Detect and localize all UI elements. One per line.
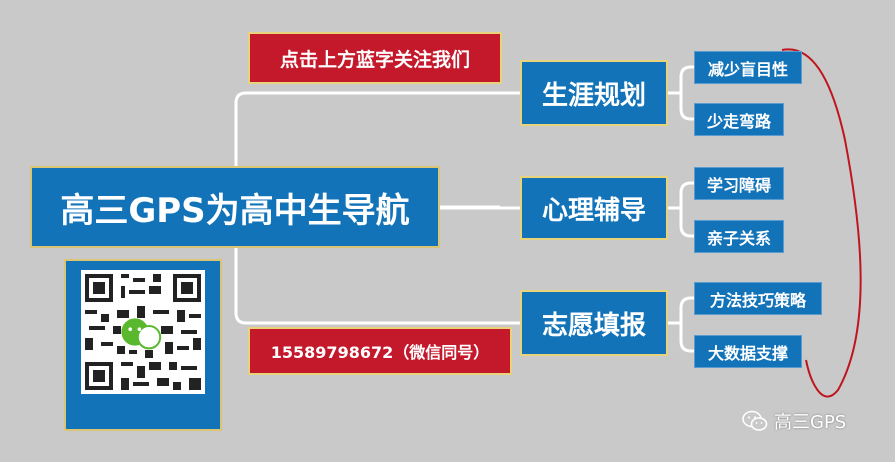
- wechat-logo-icon: [121, 318, 162, 350]
- phone-banner-text: 15589798672（微信同号）: [270, 343, 490, 362]
- qr-code: [81, 270, 205, 394]
- leaf-label: 方法技巧策略: [709, 290, 806, 310]
- connector-leaf-2: [668, 91, 694, 121]
- leaf-label: 少走弯路: [706, 111, 771, 131]
- leaf-item: 方法技巧策略: [694, 282, 822, 315]
- connector-leaf-6: [668, 321, 694, 353]
- leaf-label: 大数据支撑: [707, 343, 788, 363]
- connector-leaf-1: [668, 65, 694, 95]
- connector-leaf-4: [668, 206, 694, 238]
- leaf-item: 少走弯路: [694, 103, 784, 136]
- leaf-label: 学习障碍: [706, 175, 771, 195]
- leaf-item: 学习障碍: [694, 167, 784, 200]
- leaf-label: 减少盲目性: [707, 59, 788, 79]
- watermark-text: 高三GPS: [774, 412, 847, 433]
- connector-leaf-3: [668, 181, 694, 210]
- branch-career-planning: 生涯规划: [520, 60, 668, 126]
- watermark: 高三GPS: [742, 408, 846, 434]
- connector-branch-3: [234, 207, 520, 325]
- qr-panel: [64, 259, 222, 431]
- leaf-item: 大数据支撑: [694, 335, 802, 368]
- annotation-oval: [781, 48, 862, 398]
- wechat-icon: [742, 410, 768, 431]
- branch-label: 志愿填报: [541, 310, 646, 341]
- connector-leaf-5: [668, 296, 694, 325]
- connector-branch-1: [234, 91, 520, 207]
- branch-application-filling: 志愿填报: [520, 290, 668, 356]
- leaf-item: 亲子关系: [694, 220, 784, 253]
- center-node: 高三GPS为高中生导航: [30, 166, 440, 248]
- center-title: 高三GPS为高中生导航: [60, 190, 410, 231]
- branch-label: 心理辅导: [541, 195, 646, 226]
- branch-psych-counseling: 心理辅导: [520, 176, 668, 240]
- follow-banner: 点击上方蓝字关注我们: [248, 32, 502, 84]
- phone-banner: 15589798672（微信同号）: [248, 327, 512, 375]
- branch-label: 生涯规划: [541, 80, 646, 111]
- leaf-label: 亲子关系: [706, 228, 771, 248]
- follow-banner-text: 点击上方蓝字关注我们: [279, 48, 470, 71]
- leaf-item: 减少盲目性: [694, 51, 802, 84]
